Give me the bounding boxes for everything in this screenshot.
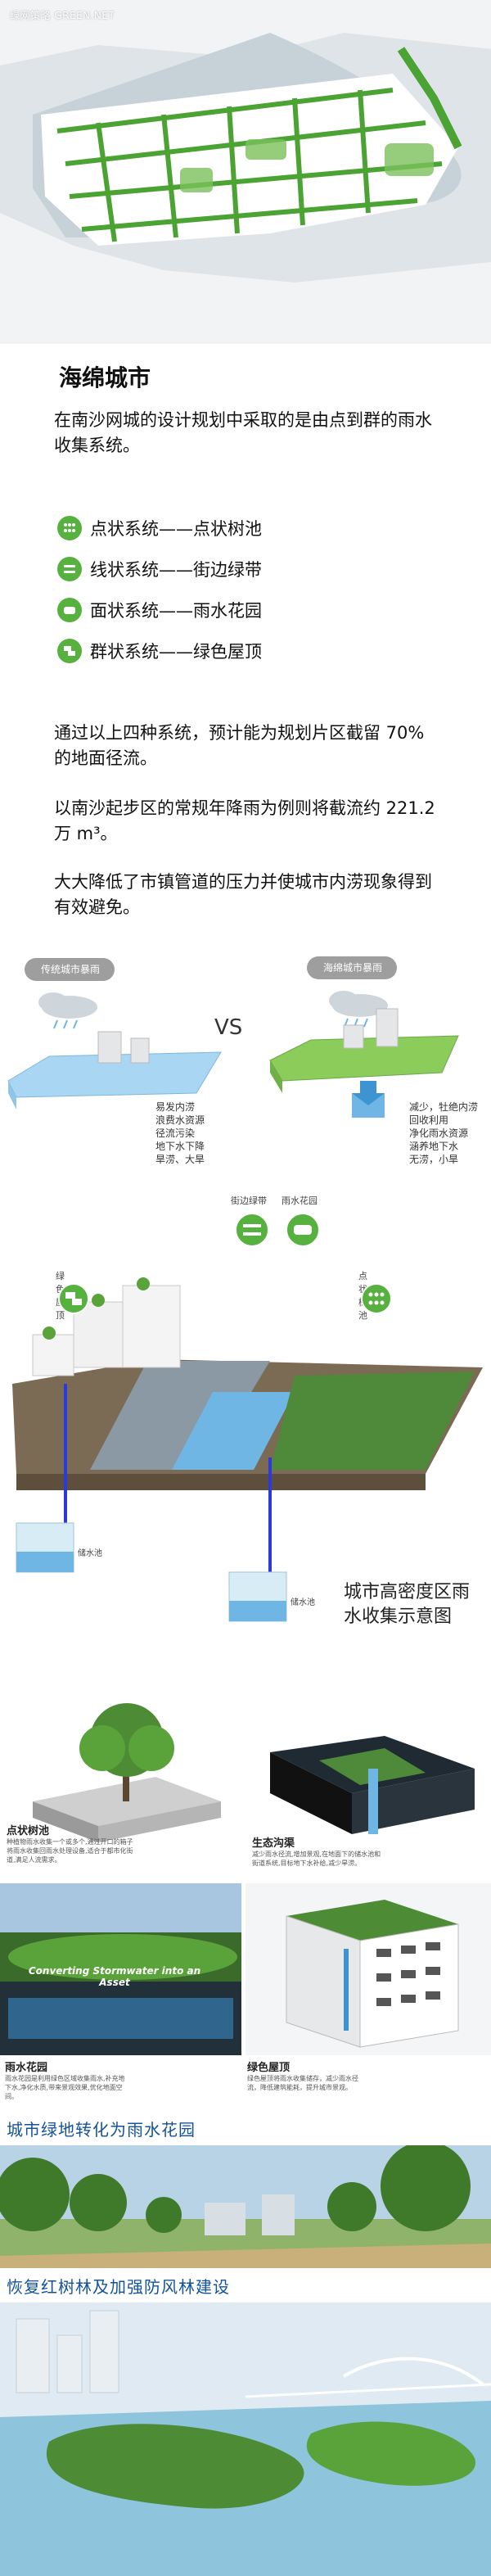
paragraph-interception: 通过以上四种系统，预计能为规划片区截留 70% 的地面径流。 <box>54 723 425 768</box>
swale-caption: 生态沟渠 减少雨水径流,增加景观,在地面下的储水池和街道系统,目标地下水补给,减… <box>252 1834 383 1868</box>
comparison-illustration: 传统城市暴雨 海绵城市暴雨 VS 易发内涝 浪费水资源 径流污染 地下水下降 旱… <box>0 950 491 1269</box>
system-item-label: 线状系统——街边绿带 <box>90 560 262 580</box>
rain-garden-icon <box>286 1213 320 1247</box>
rain-garden-title: 雨水花园 <box>5 2062 48 2074</box>
effect-item: 浪费水资源 <box>155 1114 205 1126</box>
effect-item: 旱涝、大旱 <box>155 1154 205 1165</box>
green-roof-caption: 绿色屋顶 绿色屋顶将雨水收集储存，减少雨水径流，降低建筑能耗，提升城市景观。 <box>247 2059 370 2092</box>
green-roof-icon <box>57 639 82 663</box>
rain-garden-marker: 雨水花园 <box>278 1195 327 1251</box>
park-rendering-drawing <box>0 2145 491 2268</box>
rain-garden-text: 雨水花园是利用绿色区域收集雨水,补充地下水,净化水质,带来景观效果,优化地面空间… <box>5 2075 125 2100</box>
tank-tag-right: 储水池 <box>291 1598 315 1607</box>
effect-item: 地下水下降 <box>155 1141 205 1152</box>
section-title: 海绵城市 <box>59 364 151 391</box>
tree-pool-text: 种植物雨水收集一个或多个,通过开口的箱子将雨水收集回雨水处理设备,适合于都市化街… <box>7 1838 133 1864</box>
effect-item: 回收利用 <box>409 1114 449 1126</box>
sponge-effects: 减少，牡绝内涝 回收利用 净化雨水资源 涵养地下水 无涝，小旱 <box>409 1100 478 1166</box>
strip-caption-mangrove: 恢复红树林及加强防风林建设 <box>7 2276 230 2297</box>
masterplan-illustration <box>0 0 491 344</box>
paragraph-rainfall: 以南沙起步区的常规年降雨为例则将截流约 221.2 万 m³。 <box>54 798 435 843</box>
street-belt-marker: 街边绿带 <box>227 1195 277 1251</box>
green-roof-icon <box>58 1283 89 1314</box>
collection-diagram: 绿色屋顶 点状树池 储水池 储水池 城市高密度区雨水收集示意图 <box>0 1269 491 1654</box>
traditional-city-tag: 传统城市暴雨 <box>40 964 100 975</box>
street-green-belt-icon <box>235 1213 269 1247</box>
tree-pool-title: 点状树池 <box>7 1825 50 1837</box>
effect-item: 减少，牡绝内涝 <box>409 1101 479 1113</box>
mangrove-rendering-drawing <box>0 2303 491 2576</box>
swale-text: 减少雨水径流,增加景观,在地面下的储水池和街道系统,目标地下水补给,减少旱涝。 <box>252 1851 381 1867</box>
rain-garden-caption: 雨水花园 雨水花园是利用绿色区域收集雨水,补充地下水,净化水质,带来景观效果,优… <box>5 2059 128 2101</box>
system-item-label: 点状系统——点状树池 <box>90 519 262 539</box>
comparison-drawing <box>7 956 459 1118</box>
rain-garden-and-roof: Converting Stormwater into an Asset 雨水花园… <box>0 1883 491 2104</box>
street-green-belt-icon <box>57 557 82 581</box>
system-item-label: 群状系统——绿色屋顶 <box>90 642 262 662</box>
collection-drawing <box>12 1277 483 1622</box>
system-item-line: 线状系统——街边绿带 <box>57 555 442 583</box>
vs-label: VS <box>214 1015 243 1040</box>
system-item-surface: 面状系统——雨水花园 <box>57 596 442 624</box>
tree-pool-swale-drawing <box>33 1703 475 1842</box>
system-item-cluster: 群状系统——绿色屋顶 <box>57 637 442 665</box>
paragraph-benefit: 大大降低了市镇管道的压力并使城市内涝现象得到有效避免。 <box>54 872 432 917</box>
mangrove-rendering <box>0 2303 491 2576</box>
effect-item: 易发内涝 <box>155 1101 196 1113</box>
rain-garden-tag: 雨水花园 <box>282 1195 318 1206</box>
system-item-point: 点状系统——点状树池 <box>57 514 442 542</box>
brand-label: 绿网策略 GREEN.NET <box>10 10 115 21</box>
tank-tag-left: 储水池 <box>78 1549 102 1558</box>
street-belt-tag: 街边绿带 <box>231 1195 267 1206</box>
effect-item: 净化雨水资源 <box>409 1128 469 1139</box>
effect-item: 径流污染 <box>155 1128 196 1139</box>
green-roof-title: 绿色屋顶 <box>247 2062 291 2074</box>
tree-pool-and-swale: 点状树池 种植物雨水收集一个或多个,通过开口的箱子将雨水收集回雨水处理设备,适合… <box>0 1670 491 1883</box>
green-roof-text: 绿色屋顶将雨水收集储存，减少雨水径流，降低建筑能耗，提升城市景观。 <box>247 2075 358 2091</box>
rain-garden-banner: Converting Stormwater into an Asset <box>28 1965 201 1988</box>
intro-text: 在南沙网城的设计规划中采取的是由点到群的雨水收集系统。 <box>54 410 432 455</box>
rain-garden-roof-drawing <box>0 1883 491 2055</box>
tree-pool-caption: 点状树池 种植物雨水收集一个或多个,通过开口的箱子将雨水收集回雨水处理设备,适合… <box>7 1822 137 1864</box>
effect-item: 涵养地下水 <box>409 1141 459 1152</box>
strip-caption-rain-garden: 城市绿地转化为雨水花园 <box>7 2119 196 2140</box>
park-rendering <box>0 2145 491 2268</box>
rain-garden-icon <box>57 598 82 622</box>
tree-pool-icon <box>57 516 82 540</box>
sponge-city-tag: 海绵城市暴雨 <box>322 962 382 974</box>
diagram-caption: 城市高密度区雨水收集示意图 <box>344 1582 471 1627</box>
system-item-label: 面状系统——雨水花园 <box>90 601 262 621</box>
effect-item: 无涝，小旱 <box>409 1154 459 1165</box>
traditional-effects: 易发内涝 浪费水资源 径流污染 地下水下降 旱涝、大旱 <box>155 1100 205 1166</box>
swale-title: 生态沟渠 <box>252 1837 295 1850</box>
tree-pool-icon <box>361 1283 392 1314</box>
masterplan-map: 绿网策略 GREEN.NET <box>0 0 491 344</box>
